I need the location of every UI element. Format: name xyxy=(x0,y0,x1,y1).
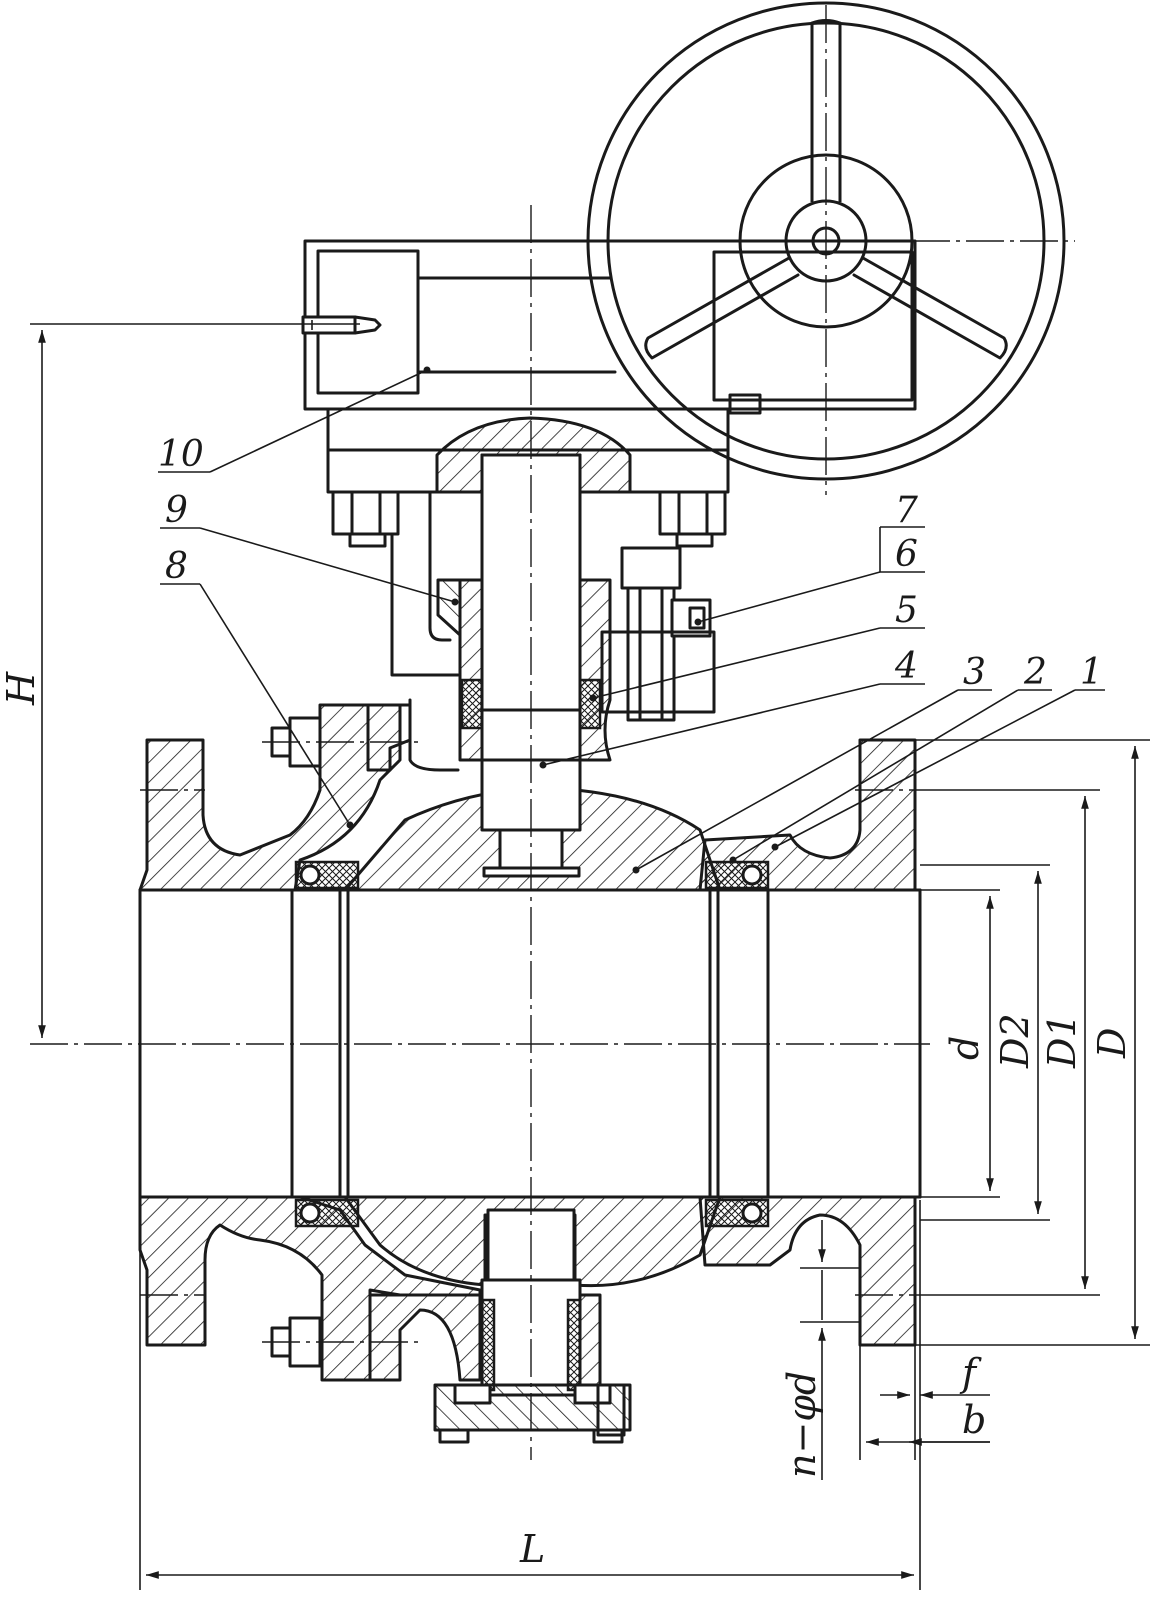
dim-d: d xyxy=(943,1036,987,1060)
label-8: 8 xyxy=(165,546,188,587)
label-5: 5 xyxy=(895,590,918,631)
gland-bolt xyxy=(600,546,716,722)
dim-H: H xyxy=(0,671,43,706)
dimension-vertical-set xyxy=(915,739,1150,1346)
label-1: 1 xyxy=(1080,652,1103,693)
dim-D1: D1 xyxy=(1040,1013,1084,1069)
seat-rings xyxy=(294,860,770,1228)
label-4: 4 xyxy=(894,646,918,687)
dimension-f-b xyxy=(859,1345,990,1460)
label-2: 2 xyxy=(1023,652,1047,693)
label-9: 9 xyxy=(165,490,188,531)
dim-f: f xyxy=(959,1351,982,1395)
body-right-flange xyxy=(698,738,917,892)
handwheel xyxy=(586,1,1075,495)
part-numbers: 10 9 8 7 6 5 4 3 2 1 xyxy=(158,434,1103,693)
support-bracket xyxy=(390,490,460,772)
trunnion-lower xyxy=(262,1208,632,1444)
label-10: 10 xyxy=(158,434,204,475)
body-left-flange xyxy=(138,703,402,892)
label-3: 3 xyxy=(963,652,986,693)
dim-D2: D2 xyxy=(993,1013,1037,1069)
dim-n-phi-d: n−φd xyxy=(780,1371,824,1478)
dim-L: L xyxy=(519,1527,545,1571)
leader-lines xyxy=(158,366,1105,874)
label-6: 6 xyxy=(895,534,918,575)
dimension-bolt-hole xyxy=(800,1220,860,1480)
body-right-flange-bottom xyxy=(698,1195,917,1347)
body-bolt-top xyxy=(262,703,420,772)
dim-D: D xyxy=(1090,1028,1134,1059)
dimension-H xyxy=(30,323,360,1038)
label-7: 7 xyxy=(895,490,918,531)
dim-b: b xyxy=(962,1398,986,1442)
dimension-text: H L d D2 D1 D f b n−φd xyxy=(0,671,1134,1571)
body-left-flange-bottom xyxy=(138,1195,482,1382)
